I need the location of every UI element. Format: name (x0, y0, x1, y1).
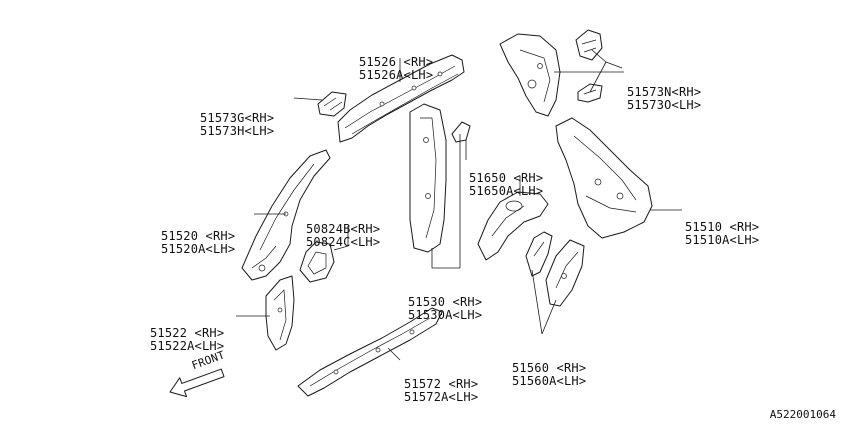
part-50824-gusset (299, 241, 335, 283)
callout-51530: 51530 <RH>51530A<LH> (408, 295, 483, 322)
part-rear-upper-panel (499, 33, 561, 117)
callout-51522: 51522 <RH>51522A<LH> (150, 326, 225, 353)
callout-51650: 51650 <RH>51650A<LH> (469, 171, 544, 198)
diagram-code: A522001064 (769, 408, 836, 421)
part-51572-side-sill (297, 307, 443, 397)
callout-51520: 51520 <RH>51520A<LH> (161, 229, 236, 256)
part-51560-rear-pillar (525, 231, 585, 307)
part-51520-front-pillar (241, 149, 331, 281)
part-51573n-brackets (575, 29, 603, 103)
callout-51510: 51510 <RH>51510A<LH> (685, 220, 760, 247)
front-arrow-icon (169, 368, 225, 398)
part-51510-quarter-inner (555, 117, 653, 239)
callout-51573n: 51573N<RH>51573O<LH> (627, 85, 702, 112)
part-51522-lower-pillar (265, 275, 295, 351)
callout-50824: 50824B<RH>50824C<LH> (306, 222, 381, 249)
part-51650-inner-arch (477, 191, 549, 261)
callout-51526: 51526 <RH>51526A<LH> (359, 55, 434, 82)
callout-51573g: 51573G<RH>51573H<LH> (200, 111, 275, 138)
callout-51560: 51560 <RH>51560A<LH> (512, 361, 587, 388)
callout-51572: 51572 <RH>51572A<LH> (404, 377, 479, 404)
part-51573g-bracket (317, 91, 347, 117)
part-51530-center-pillar (409, 103, 471, 253)
leader-lines (236, 49, 682, 361)
part-51526-upper-rail (337, 54, 465, 143)
